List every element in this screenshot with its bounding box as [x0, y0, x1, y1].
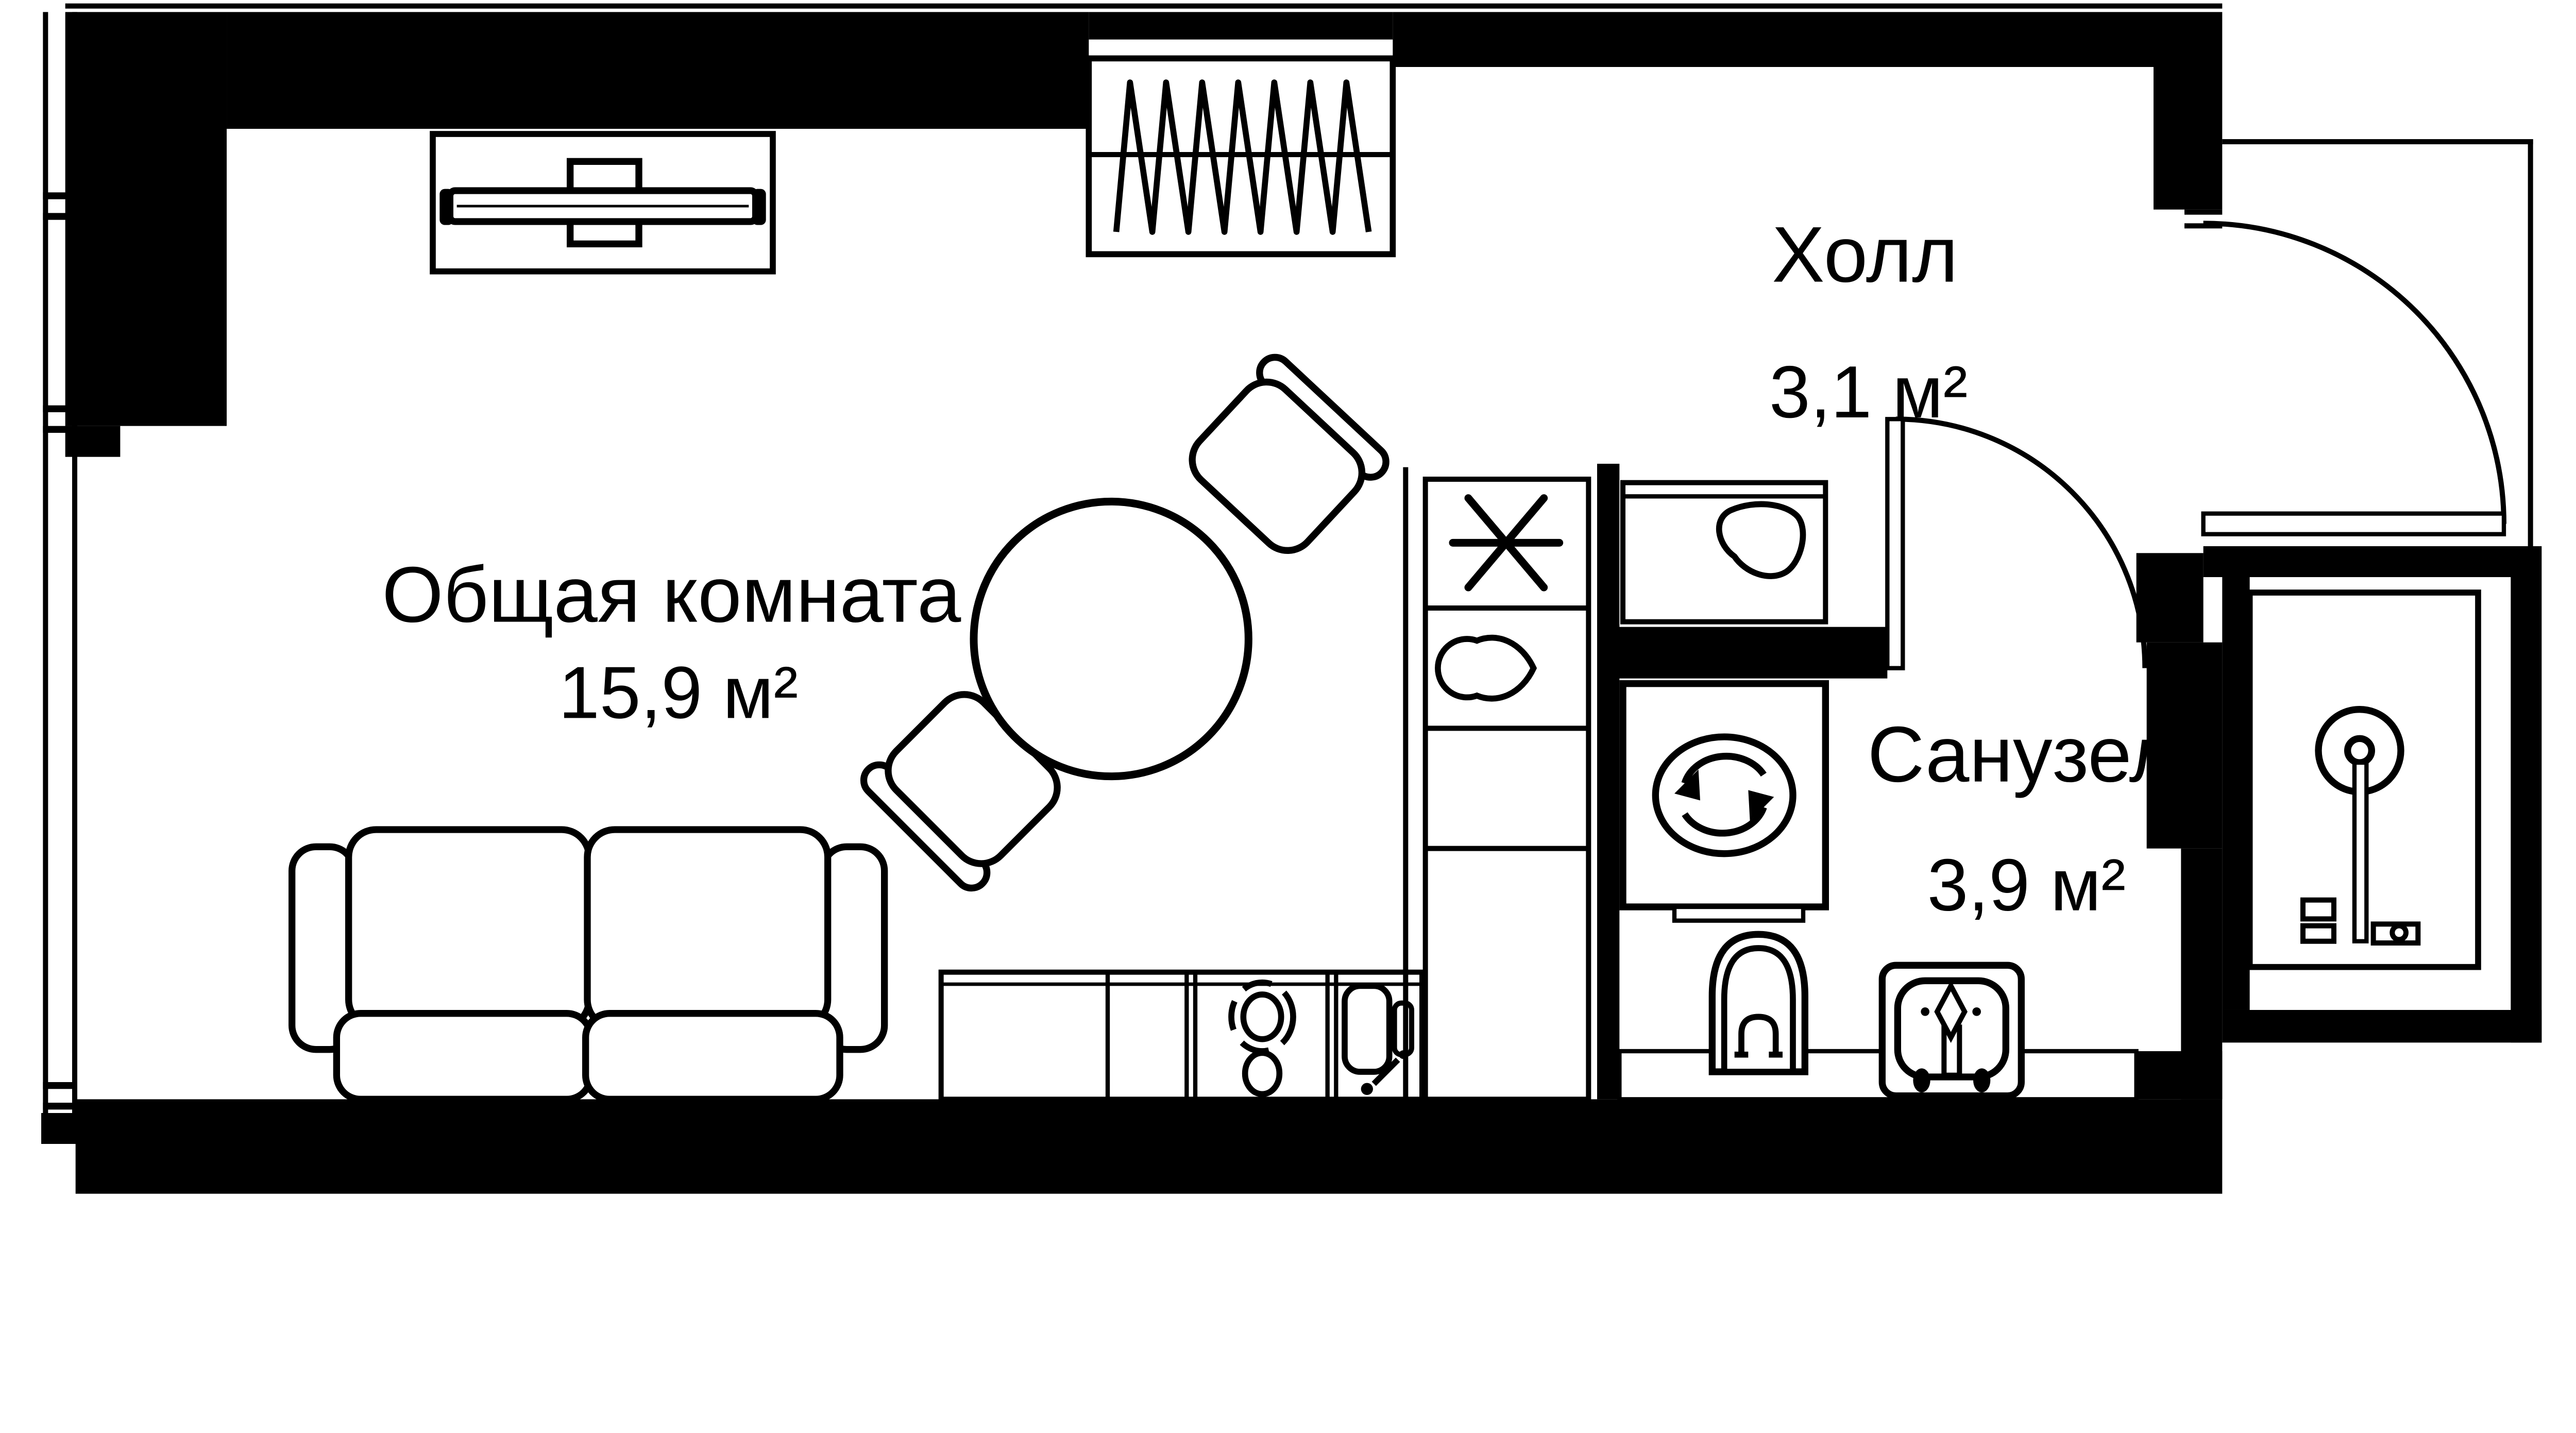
hangers-icon: [1113, 79, 1372, 235]
shelf-item-icon: [1716, 501, 1806, 579]
entrance-door: [2184, 209, 2506, 536]
wall-shower-bottom: [2222, 1009, 2542, 1043]
chair-northeast: [1189, 353, 1389, 554]
wall-bath-top: [1597, 627, 1888, 679]
room-living-name: Общая комната: [382, 551, 961, 639]
room-hall-name: Холл: [1772, 211, 1958, 299]
toilet: [1708, 931, 1808, 1075]
tv-stand: [430, 131, 776, 275]
room-labels: Общая комната 15,9 м² Холл 3,1 м² Санузе…: [382, 211, 2175, 926]
wall-top-wardrobe: [1089, 12, 1393, 40]
fridge-drop-icon: [1435, 634, 1537, 702]
bathroom-door-leaf: [1885, 417, 1905, 670]
washing-machine: [1619, 680, 1829, 923]
wall-hall-right-block: [2136, 553, 2204, 643]
entrance-door-leaf: [2201, 511, 2506, 536]
dining-table: [970, 497, 1252, 781]
hall-shelf: [1620, 480, 1828, 625]
room-bath-name: Санузел: [1868, 711, 2175, 799]
wall-bath-right-upper: [2146, 642, 2223, 849]
fridge-column: [1403, 467, 1591, 1102]
room-bath-area: 3,9 м²: [1927, 844, 2126, 926]
wall-right-section-top: [2203, 546, 2542, 577]
wall-shower-left: [2222, 577, 2250, 1010]
room-hall-area: 3,1 м²: [1769, 351, 1968, 433]
wardrobe: [1086, 55, 1396, 258]
drum-arrows-icon: [1674, 752, 1774, 837]
wall-bath-right-lower: [2136, 1051, 2223, 1100]
wall-top-hall: [1393, 12, 2223, 67]
wall-right-facade: [2511, 577, 2542, 1043]
washbasin: [1878, 962, 2025, 1100]
freezer-snowflake-icon: [1449, 494, 1564, 592]
bathroom-door: [1885, 416, 2148, 670]
walls: [65, 12, 2542, 1194]
entrance-door-arc: [2203, 221, 2506, 524]
room-living-area: 15,9 м²: [558, 651, 798, 734]
wall-kitchen-bath-divider: [1597, 463, 1620, 1100]
wall-top-living: [227, 12, 1089, 129]
wall-bottom: [75, 1099, 2223, 1194]
sofa: [289, 826, 888, 1103]
floor-plan: Общая комната 15,9 м² Холл 3,1 м² Санузе…: [41, 3, 2542, 1194]
kitchen-counter: [938, 969, 1425, 1102]
floor-plan-page: Общая комната 15,9 м² Холл 3,1 м² Санузе…: [41, 3, 2542, 1194]
shower: [2246, 589, 2481, 970]
wall-entrance-stub: [2153, 66, 2223, 210]
wall-top-left-step: [65, 426, 121, 457]
bathroom-door-arc: [1895, 416, 2148, 668]
bathroom-ledge: [1617, 1049, 2139, 1102]
facade-lines: [65, 3, 2533, 546]
stove-icon: [1228, 979, 1296, 1098]
wall-top-left-mass: [65, 12, 227, 426]
